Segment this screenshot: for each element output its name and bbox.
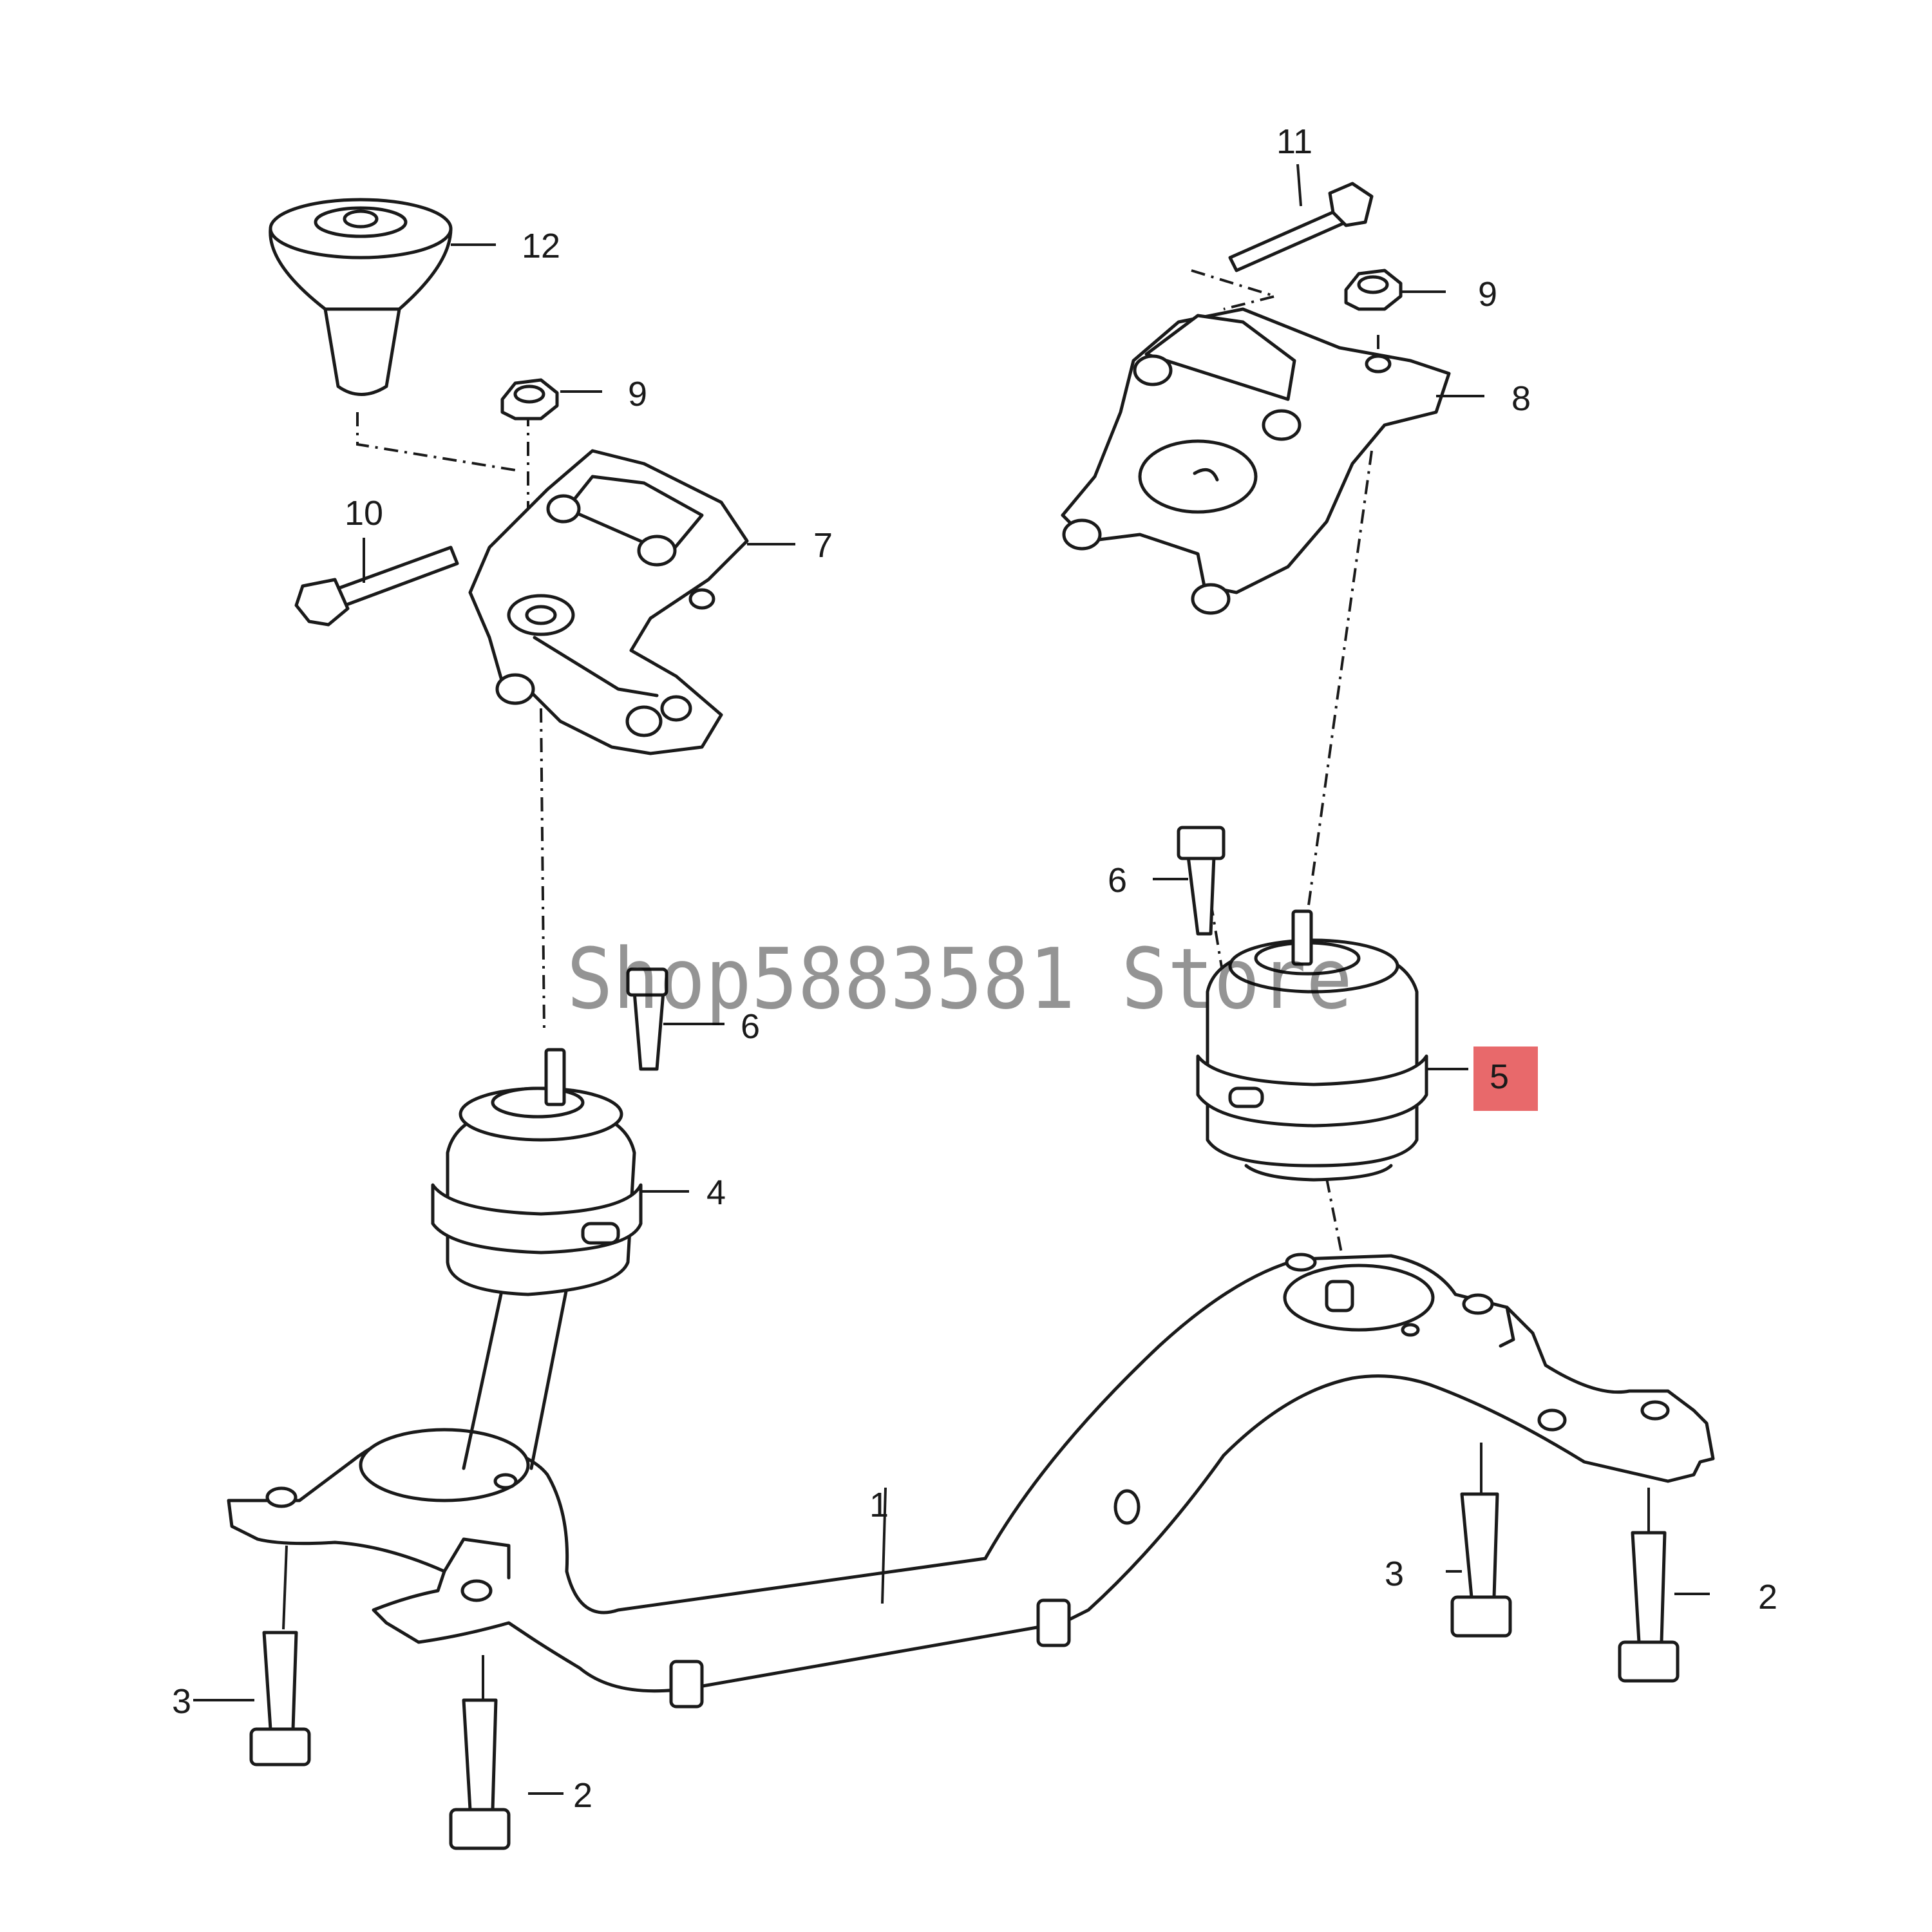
callout-10: 10 [345, 494, 383, 533]
callout-8: 8 [1511, 379, 1531, 418]
bolt-icon [462, 1698, 498, 1812]
callout-labels: 1 2 2 3 3 4 5 6 6 7 8 9 9 10 11 12 [172, 122, 1777, 1815]
leader-lines [193, 164, 1710, 1795]
callout-9: 9 [1478, 275, 1497, 314]
callout-2: 2 [573, 1776, 592, 1815]
callout-2: 2 [1758, 1578, 1777, 1616]
rubber-stop-part12 [269, 198, 453, 396]
engine-mount-left-part4 [431, 1048, 643, 1470]
subframe-crossmember [227, 1253, 1715, 1709]
callout-3: 3 [1385, 1555, 1404, 1593]
callout-4: 4 [706, 1173, 726, 1212]
highlight-box [1473, 1046, 1538, 1111]
engine-mount-right-part5 [1196, 909, 1428, 1182]
callout-3: 3 [172, 1682, 191, 1721]
callout-1: 1 [869, 1486, 889, 1524]
callout-6: 6 [1108, 861, 1127, 900]
engine-bracket-part7 [468, 449, 749, 755]
transmission-bracket-part8 [1061, 307, 1451, 615]
callout-6: 6 [741, 1007, 760, 1046]
callout-7: 7 [813, 526, 833, 565]
bolt-icon [262, 1631, 298, 1731]
watermark-text: Shop5883581 Store [567, 930, 1352, 1028]
bolt-icon [1186, 855, 1216, 936]
callout-5: 5 [1490, 1057, 1509, 1096]
bolt-icon [1460, 1492, 1499, 1599]
fasteners [249, 182, 1680, 1850]
callout-9: 9 [628, 375, 647, 413]
bolt-icon [1228, 207, 1348, 272]
callout-11: 11 [1276, 122, 1312, 161]
bolt-icon [1631, 1531, 1667, 1644]
callout-12: 12 [522, 227, 560, 265]
